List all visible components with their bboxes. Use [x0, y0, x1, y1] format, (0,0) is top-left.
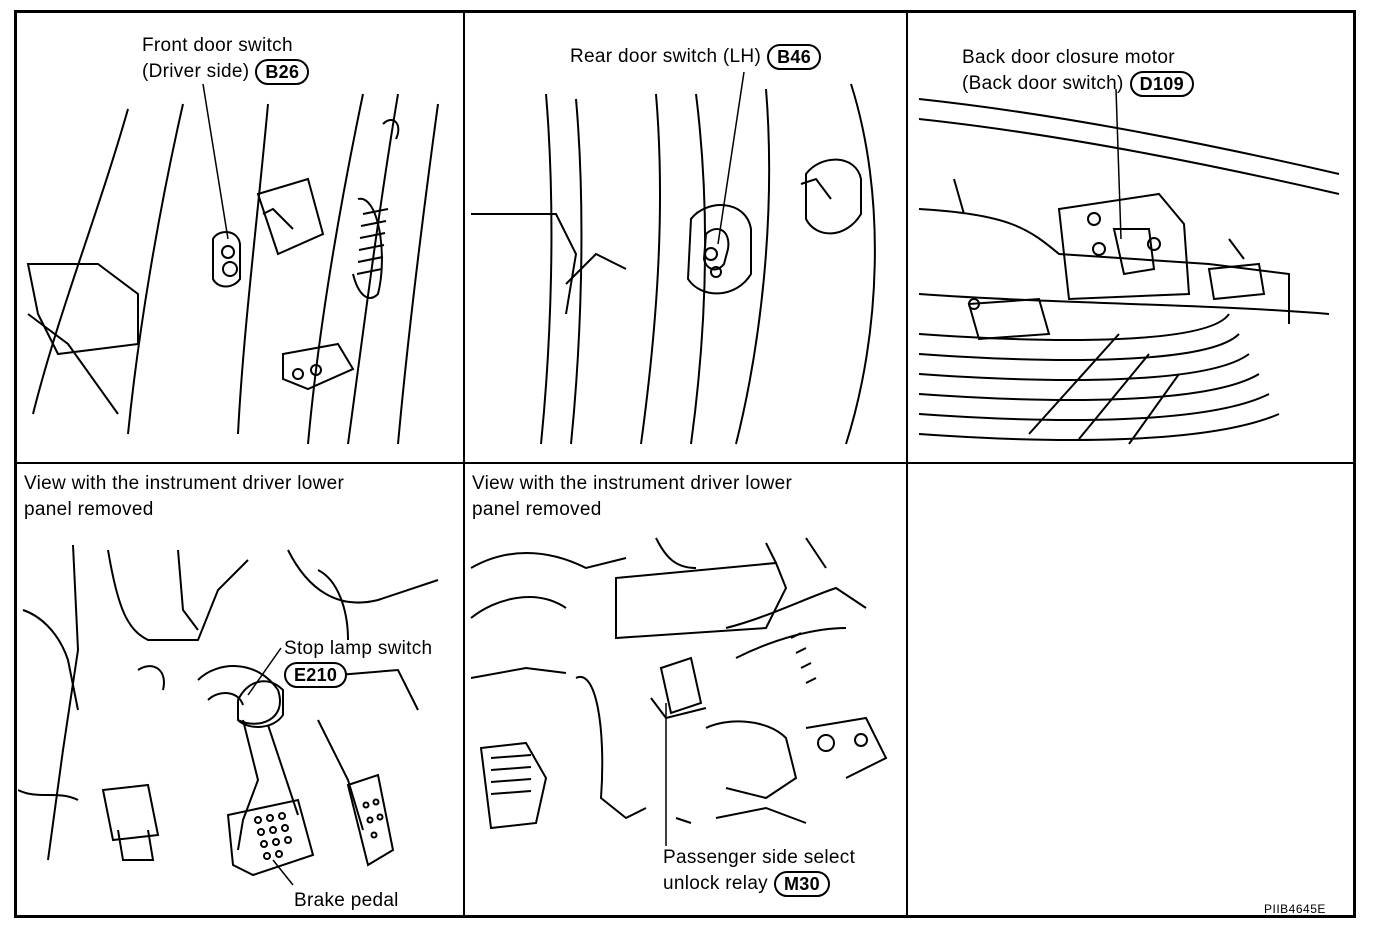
panel-5-caption: View with the instrument driver lower pa… — [472, 471, 792, 523]
back-door-closure-motor-label: Back door closure motor (Back door switc… — [962, 45, 1194, 97]
diagram-frame — [14, 10, 1356, 918]
front-door-switch-label: Front door switch (Driver side)B26 — [142, 33, 310, 85]
connector-badge-b46: B46 — [767, 44, 821, 70]
panel-4-caption: View with the instrument driver lower pa… — [24, 471, 344, 523]
stop-lamp-switch-drawing — [18, 530, 462, 916]
stop-lamp-switch-line-1: Stop lamp switch — [284, 638, 433, 659]
panel-5-caption-line-2: panel removed — [472, 499, 602, 520]
brake-pedal-line-1: Brake pedal — [294, 890, 399, 911]
divider-vertical-2 — [906, 12, 908, 916]
back-door-closure-motor-line-2: (Back door switch)D109 — [962, 71, 1194, 97]
rear-door-switch-line-1: Rear door switch (LH) — [570, 46, 762, 68]
back-door-closure-motor-line-1: Back door closure motor — [962, 47, 1175, 68]
back-door-closure-motor-drawing — [909, 14, 1353, 460]
stop-lamp-switch-connector-row: E210 — [284, 662, 432, 688]
connector-badge-b26: B26 — [255, 59, 310, 85]
rear-door-switch-drawing — [466, 14, 904, 460]
front-door-switch-drawing — [18, 14, 462, 460]
figure-code: PIIB4645E — [1264, 902, 1326, 916]
unlock-relay-drawing — [466, 528, 904, 846]
panel-5-caption-line-1: View with the instrument driver lower — [472, 473, 793, 494]
divider-horizontal — [16, 462, 1354, 464]
brake-pedal-label: Brake pedal — [294, 888, 399, 914]
connector-badge-d109: D109 — [1129, 71, 1194, 97]
unlock-relay-line-1: Passenger side select — [663, 847, 856, 868]
panel-4-caption-line-1: View with the instrument driver lower — [24, 473, 345, 494]
connector-badge-m30: M30 — [773, 871, 830, 897]
stop-lamp-switch-label: Stop lamp switch E210 — [284, 636, 432, 688]
panel-4-caption-line-2: panel removed — [24, 499, 154, 520]
rear-door-switch-label: Rear door switch (LH)B46 — [570, 44, 821, 70]
front-door-switch-line-1: Front door switch — [142, 35, 293, 56]
divider-vertical-1 — [463, 12, 465, 916]
front-door-switch-line-2: (Driver side)B26 — [142, 59, 310, 85]
connector-badge-e210: E210 — [284, 662, 348, 688]
